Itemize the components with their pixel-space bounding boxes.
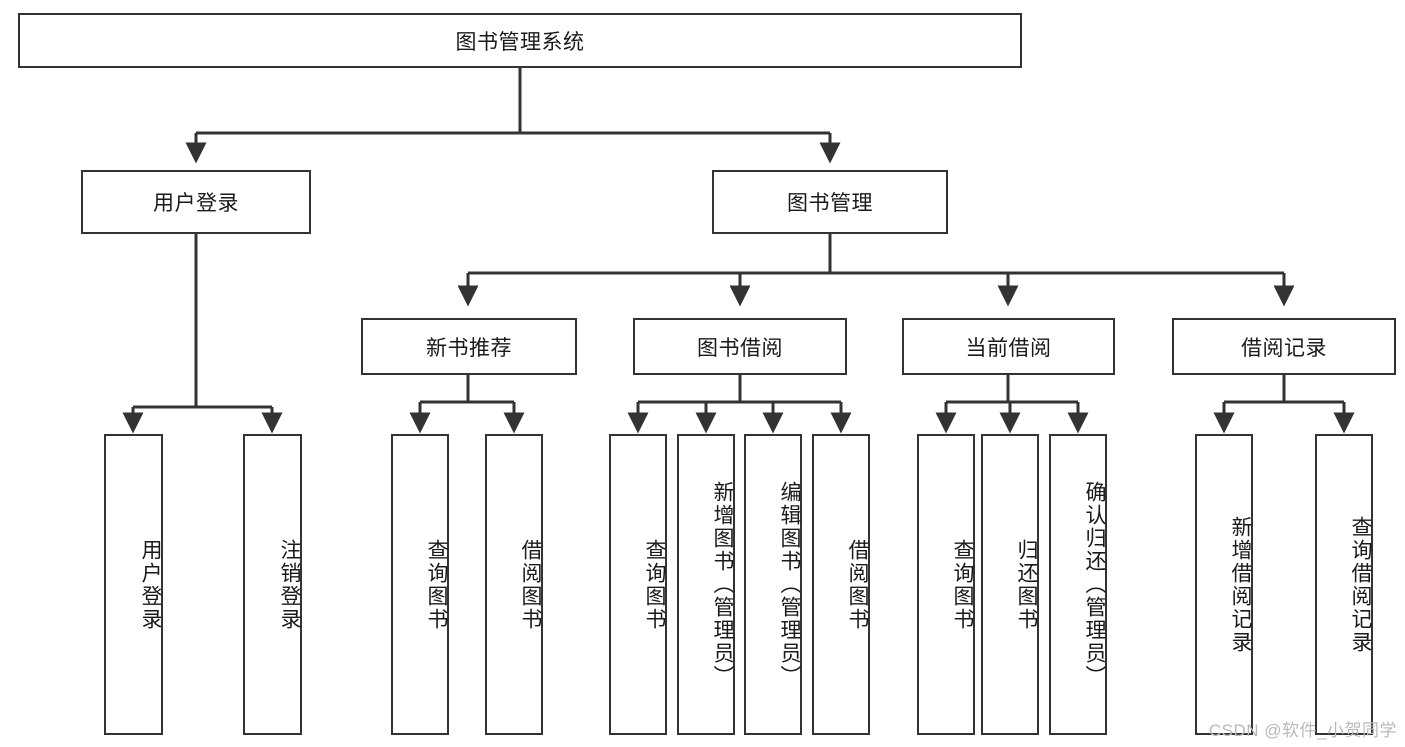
leaf-current-borrow-return[interactable]: 归还图书 — [981, 434, 1039, 735]
node-book-borrow[interactable]: 图书借阅 — [633, 318, 847, 375]
leaf-book-borrow-edit[interactable]: 编辑图书（管理员） — [744, 434, 802, 735]
leaf-new-book-borrow[interactable]: 借阅图书 — [485, 434, 543, 735]
leaf-current-borrow-confirm[interactable]: 确认归还（管理员） — [1049, 434, 1107, 735]
node-borrow-record[interactable]: 借阅记录 — [1172, 318, 1396, 375]
leaf-book-borrow-borrow-label: 借阅图书 — [846, 538, 869, 631]
leaf-borrow-record-add-label: 新增借阅记录 — [1229, 515, 1252, 654]
node-book-management-label: 图书管理 — [787, 192, 873, 215]
node-book-management[interactable]: 图书管理 — [712, 170, 948, 234]
node-current-borrow[interactable]: 当前借阅 — [902, 318, 1115, 375]
leaf-book-borrow-query-label: 查询图书 — [643, 538, 666, 631]
leaf-book-borrow-query[interactable]: 查询图书 — [609, 434, 667, 735]
leaf-book-borrow-add-label: 新增图书（管理员） — [711, 481, 734, 688]
leaf-user-login-logout[interactable]: 注销登录 — [243, 434, 302, 735]
node-borrow-record-label: 借阅记录 — [1241, 336, 1327, 360]
leaf-new-book-query-label: 查询图书 — [425, 538, 448, 631]
leaf-user-login-login-label: 用户登录 — [139, 538, 162, 631]
leaf-new-book-borrow-label: 借阅图书 — [519, 538, 542, 631]
node-root[interactable]: 图书管理系统 — [18, 13, 1022, 68]
node-new-book-recommend[interactable]: 新书推荐 — [361, 318, 577, 375]
watermark: CSDN @软件_小贺同学 — [1208, 721, 1397, 740]
node-current-borrow-label: 当前借阅 — [965, 336, 1052, 360]
node-book-borrow-label: 图书借阅 — [697, 336, 783, 360]
leaf-user-login-logout-label: 注销登录 — [278, 538, 301, 631]
leaf-user-login-login[interactable]: 用户登录 — [104, 434, 163, 735]
node-new-book-recommend-label: 新书推荐 — [426, 336, 512, 360]
node-root-label: 图书管理系统 — [455, 30, 585, 54]
leaf-new-book-query[interactable]: 查询图书 — [391, 434, 449, 735]
leaf-book-borrow-edit-label: 编辑图书（管理员） — [778, 481, 801, 688]
leaf-borrow-record-add[interactable]: 新增借阅记录 — [1195, 434, 1253, 735]
leaf-current-borrow-confirm-label: 确认归还（管理员） — [1083, 481, 1106, 688]
leaf-current-borrow-return-label: 归还图书 — [1015, 538, 1038, 631]
leaf-book-borrow-borrow[interactable]: 借阅图书 — [812, 434, 870, 735]
leaf-borrow-record-query-label: 查询借阅记录 — [1349, 515, 1372, 654]
node-user-login[interactable]: 用户登录 — [81, 170, 311, 234]
node-user-login-label: 用户登录 — [153, 192, 239, 215]
leaf-current-borrow-query[interactable]: 查询图书 — [917, 434, 975, 735]
leaf-book-borrow-add[interactable]: 新增图书（管理员） — [677, 434, 735, 735]
leaf-borrow-record-query[interactable]: 查询借阅记录 — [1315, 434, 1373, 735]
leaf-current-borrow-query-label: 查询图书 — [951, 538, 974, 631]
